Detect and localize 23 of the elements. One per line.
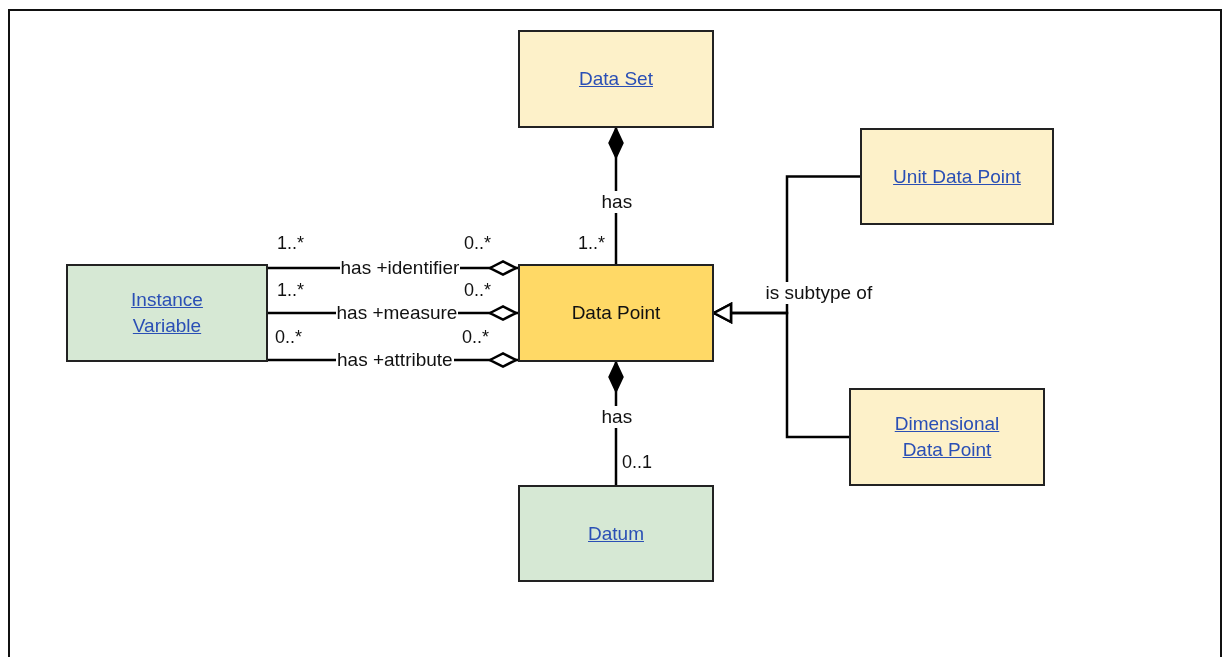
multiplicity-label: 0..* bbox=[275, 327, 303, 347]
class-box bbox=[849, 388, 1045, 486]
multiplicity-label: 1..* bbox=[578, 233, 606, 253]
multiplicity-label: 1..* bbox=[277, 233, 305, 253]
class-box bbox=[66, 264, 268, 362]
class-name: Data Point bbox=[571, 301, 661, 325]
class-box bbox=[518, 264, 714, 362]
class-name-link: Dimensional Data Point bbox=[893, 412, 1001, 462]
class-box bbox=[518, 30, 714, 128]
edge-label: has bbox=[600, 406, 634, 428]
multiplicity-label: 0..* bbox=[464, 233, 492, 253]
class-name-link: Unit Data Point bbox=[893, 164, 1021, 189]
edge-label: is subtype of bbox=[764, 282, 874, 304]
multiplicity-label: 0..* bbox=[464, 280, 492, 300]
class-name-link: Instance Variable bbox=[130, 288, 204, 338]
multiplicity-label: 1..* bbox=[277, 280, 305, 300]
edge-label: has bbox=[600, 191, 634, 213]
multiplicity-label: 0..1 bbox=[622, 452, 653, 472]
class-box bbox=[860, 128, 1054, 225]
class-name-link: Datum bbox=[588, 521, 644, 546]
multiplicity-label: 0..* bbox=[462, 327, 490, 347]
class-name-link: Data Set bbox=[579, 67, 653, 91]
class-box bbox=[518, 485, 714, 582]
